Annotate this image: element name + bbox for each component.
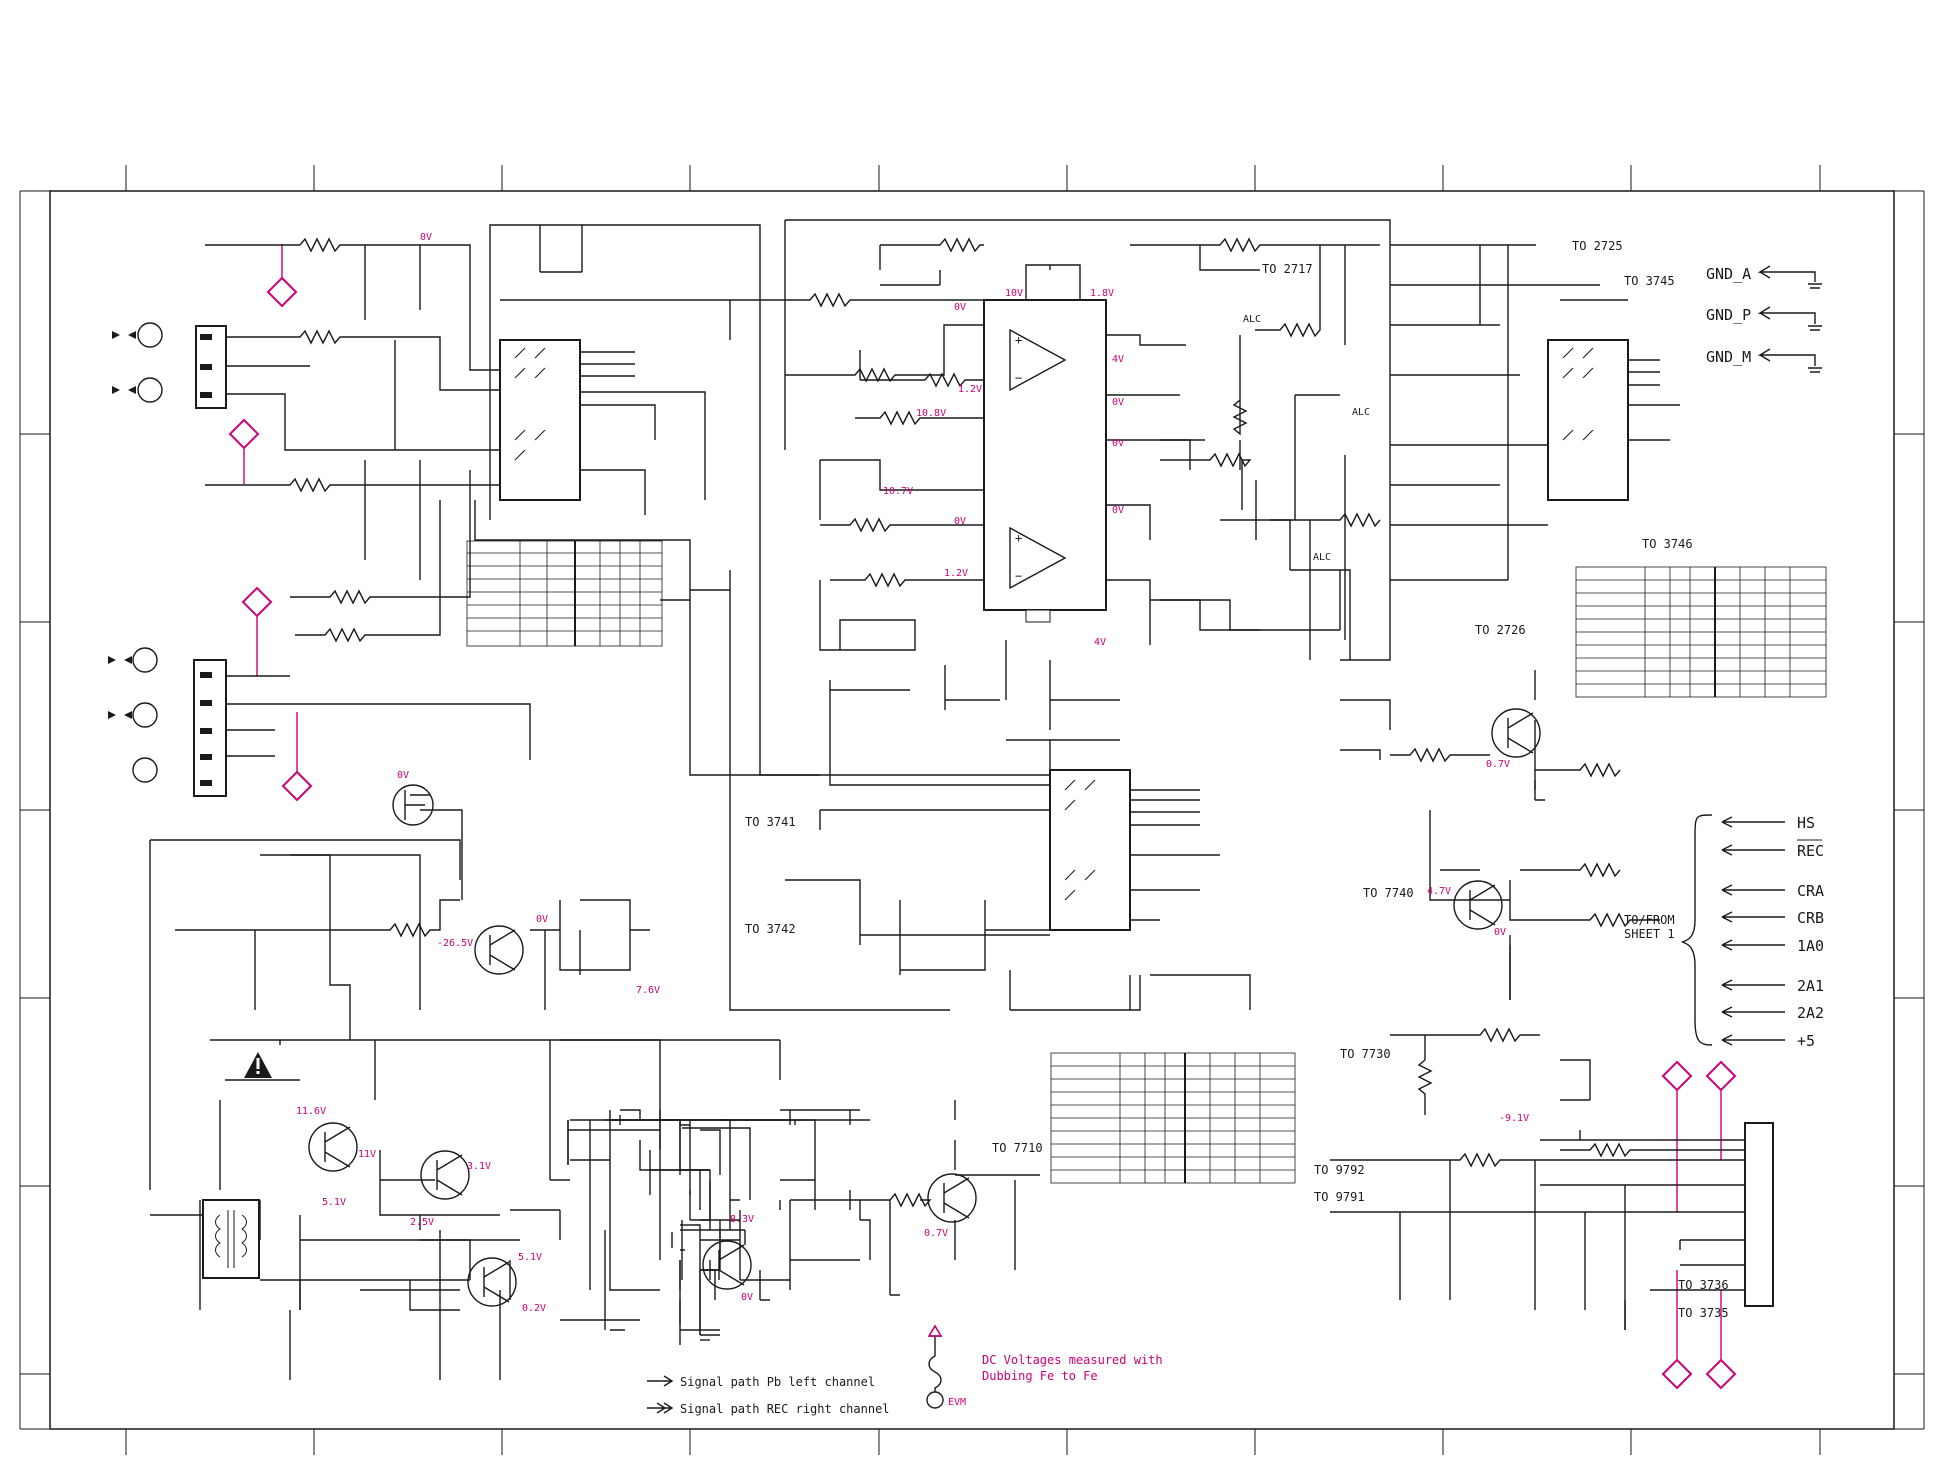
voltage-label: 3.1V: [467, 1161, 491, 1172]
evm-probe-icon: [927, 1324, 943, 1337]
legend: Signal path Pb left channel Signal path …: [680, 1353, 1163, 1416]
svg-text:−: −: [1015, 371, 1022, 385]
table-right: [1575, 566, 1827, 698]
voltage-label: 1.2V: [944, 568, 968, 579]
net-label-to-3741: TO 3741: [745, 815, 796, 829]
sheet1-bracket: [1681, 814, 1785, 1046]
voltage-label: 0V: [397, 770, 409, 781]
alc-label: ALC: [1313, 552, 1331, 563]
voltage-label: 0V: [1494, 927, 1506, 938]
net-label-to-9792: TO 9792: [1314, 1163, 1365, 1177]
table-center: [1050, 1052, 1296, 1184]
net-label-to-7730: TO 7730: [1340, 1047, 1391, 1061]
voltage-label: 4.7V: [1427, 886, 1451, 897]
switch-ic-center: [1049, 769, 1131, 931]
net-label-to-3742: TO 3742: [745, 922, 796, 936]
voltage-label: 8.3V: [730, 1214, 754, 1225]
voltage-label: 11V: [358, 1149, 376, 1160]
voltage-label: 0V: [1112, 397, 1124, 408]
voltage-label: 2.5V: [410, 1217, 434, 1228]
net-label-to-7740: TO 7740: [1363, 886, 1414, 900]
voltage-label: 7.6V: [636, 985, 660, 996]
voltage-label: 0V: [420, 232, 432, 243]
switch-ic-left: [499, 339, 581, 501]
voltage-label: -9.1V: [1499, 1113, 1529, 1124]
voltage-label: 4V: [1094, 637, 1106, 648]
voltage-label: 0V: [954, 302, 966, 313]
net-label-to-2726: TO 2726: [1475, 623, 1526, 637]
opamp-ic: + − + −: [983, 299, 1107, 623]
voltage-label: 1.2V: [958, 384, 982, 395]
signal-label-2a1: 2A1: [1797, 977, 1824, 995]
net-label-to-3745: TO 3745: [1624, 274, 1675, 288]
voltage-label: 0V: [1112, 505, 1124, 516]
voltage-labels: 0V 10V 1.8V 0V 1.2V 4V 0V 0V 0V 10.8V 10…: [296, 232, 1529, 1314]
svg-text:+: +: [1015, 531, 1022, 545]
voltage-label: 10V: [1005, 288, 1023, 299]
voltage-label: 0V: [1112, 438, 1124, 449]
transformer: [202, 1199, 260, 1279]
rca-jack-block-bottom: [108, 647, 227, 797]
sheet1-title-line1: TO/FROM: [1624, 913, 1675, 927]
signal-label-cra: CRA: [1797, 882, 1824, 900]
voltage-label: 0.7V: [1486, 759, 1510, 770]
sheet1-labels: TO/FROM SHEET 1 HS REC CRA CRB 1A0 2A1 2…: [1624, 814, 1824, 1050]
ground-arrows: [1757, 265, 1822, 373]
net-label-to-3746: TO 3746: [1642, 537, 1693, 551]
net-label-to-2725: TO 2725: [1572, 239, 1623, 253]
voltage-label: 4V: [1112, 354, 1124, 365]
voltage-label: 10.7V: [883, 486, 913, 497]
dc-note-line2: Dubbing Fe to Fe: [982, 1369, 1098, 1383]
gnd-p-label: GND_P: [1706, 306, 1751, 324]
wiring: [149, 219, 1774, 1380]
voltage-label: 0V: [536, 914, 548, 925]
gnd-a-label: GND_A: [1706, 265, 1751, 283]
net-label-to-3735: TO 3735: [1678, 1306, 1729, 1320]
net-label-to-2717: TO 2717: [1262, 262, 1313, 276]
warning-icon: [244, 1052, 272, 1078]
sheet1-title-line2: SHEET 1: [1624, 927, 1675, 941]
alc-label: ALC: [1243, 314, 1261, 325]
signal-label-rec: REC: [1797, 842, 1824, 860]
voltage-label: 0V: [954, 516, 966, 527]
voltage-label: 10.8V: [916, 408, 946, 419]
test-points: [228, 244, 1737, 1390]
switch-ic-right: [1547, 339, 1629, 501]
alc-label: ALC: [1352, 407, 1370, 418]
signal-label-plus5: +5: [1797, 1032, 1815, 1050]
rca-jack-block-top: [112, 322, 227, 409]
net-label-to-7710: TO 7710: [992, 1141, 1043, 1155]
voltage-label: 5.1V: [322, 1197, 346, 1208]
legend-rec-right: Signal path REC right channel: [680, 1402, 890, 1416]
net-label-to-3736: TO 3736: [1678, 1278, 1729, 1292]
gnd-m-label: GND_M: [1706, 348, 1751, 366]
svg-text:−: −: [1015, 569, 1022, 583]
signal-label-crb: CRB: [1797, 909, 1824, 927]
signal-label-1a0: 1A0: [1797, 937, 1824, 955]
ground-labels: GND_A GND_P GND_M: [1706, 265, 1751, 366]
voltage-label: 0.2V: [522, 1303, 546, 1314]
voltage-label: 5.1V: [518, 1252, 542, 1263]
signal-label-hs: HS: [1797, 814, 1815, 832]
voltage-label: 11.6V: [296, 1106, 326, 1117]
voltage-label: 1.8V: [1090, 288, 1114, 299]
voltage-label: -26.5V: [437, 938, 473, 949]
table-left: [466, 540, 663, 647]
voltage-label: 0V: [741, 1292, 753, 1303]
voltage-label: 0.7V: [924, 1228, 948, 1239]
transistors: [308, 708, 1541, 1307]
net-labels: TO 2725 TO 2717 TO 3745 TO 3746 TO 2726 …: [745, 239, 1729, 1320]
dc-note-line1: DC Voltages measured with: [982, 1353, 1163, 1367]
evm-label: EVM: [948, 1397, 966, 1408]
net-label-to-9791: TO 9791: [1314, 1190, 1365, 1204]
svg-text:+: +: [1015, 333, 1022, 347]
legend-pb-left: Signal path Pb left channel: [680, 1375, 875, 1389]
signal-label-2a2: 2A2: [1797, 1004, 1824, 1022]
